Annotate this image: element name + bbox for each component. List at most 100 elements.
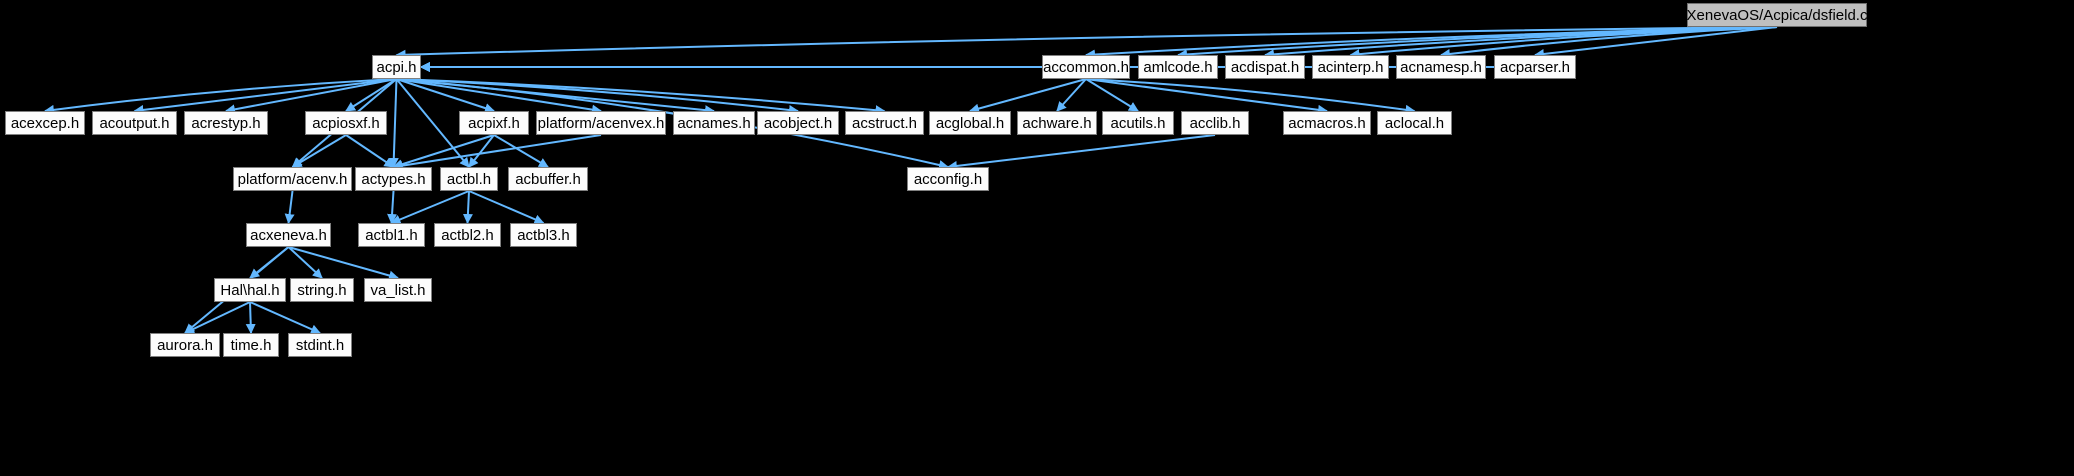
graph-node-label: acexcep.h bbox=[10, 114, 80, 132]
graph-node-acclib[interactable]: acclib.h bbox=[1181, 111, 1249, 135]
graph-edge-acpi-to-acobject bbox=[396, 78, 799, 115]
graph-node-dsfield[interactable]: XenevaOS/Acpica/dsfield.c bbox=[1687, 3, 1867, 27]
graph-node-acbuffer[interactable]: acbuffer.h bbox=[508, 167, 588, 191]
graph-node-actbl3[interactable]: actbl3.h bbox=[510, 223, 577, 247]
graph-node-acrestyp[interactable]: acrestyp.h bbox=[184, 111, 268, 135]
graph-edge-dsfield-to-acinterp bbox=[1349, 26, 1778, 60]
graph-node-label: acinterp.h bbox=[1317, 58, 1384, 76]
graph-edge-acpi-to-acnames bbox=[396, 78, 715, 116]
graph-edge-acpi-to-acexcep bbox=[44, 78, 397, 115]
graph-node-acconfig[interactable]: acconfig.h bbox=[907, 167, 989, 191]
graph-edge-halhal-to-time bbox=[245, 301, 256, 334]
graph-node-acnames[interactable]: acnames.h bbox=[673, 111, 755, 135]
graph-node-valist[interactable]: va_list.h bbox=[364, 278, 432, 302]
graph-edge-dsfield-to-acdispat bbox=[1264, 26, 1778, 60]
graph-node-aurora[interactable]: aurora.h bbox=[150, 333, 220, 357]
graph-edge-dsfield-to-amlcode bbox=[1177, 26, 1778, 60]
graph-node-label: acglobal.h bbox=[935, 114, 1005, 132]
graph-node-label: acstruct.h bbox=[851, 114, 918, 132]
graph-node-label: platform/acenvex.h bbox=[537, 114, 665, 132]
graph-node-acexcep[interactable]: acexcep.h bbox=[5, 111, 85, 135]
graph-edge-acpiosxf-to-acenv bbox=[291, 134, 347, 168]
graph-node-acobject[interactable]: acobject.h bbox=[757, 111, 839, 135]
graph-edge-acenvex-to-actypes bbox=[392, 134, 602, 171]
graph-node-label: acpiosxf.h bbox=[312, 114, 380, 132]
graph-node-acoutput[interactable]: acoutput.h bbox=[92, 111, 177, 135]
graph-edge-acpi-to-acoutput bbox=[133, 78, 397, 115]
graph-node-acnamesp[interactable]: acnamesp.h bbox=[1396, 55, 1486, 79]
graph-node-label: va_list.h bbox=[370, 281, 426, 299]
graph-node-label: acpi.h bbox=[376, 58, 417, 76]
graph-node-actypes[interactable]: actypes.h bbox=[355, 167, 432, 191]
graph-edge-accommon-to-acmacros bbox=[1085, 78, 1328, 115]
graph-node-stdint[interactable]: stdint.h bbox=[288, 333, 352, 357]
graph-node-acpiosxf[interactable]: acpiosxf.h bbox=[305, 111, 387, 135]
graph-edge-acpixf-to-actypes bbox=[392, 134, 495, 170]
graph-node-label: string.h bbox=[297, 281, 347, 299]
graph-edge-actypes-to-actbl1 bbox=[387, 190, 398, 224]
graph-node-string[interactable]: string.h bbox=[290, 278, 354, 302]
graph-node-acpi[interactable]: acpi.h bbox=[372, 55, 421, 79]
graph-node-label: aclocal.h bbox=[1384, 114, 1445, 132]
graph-node-label: Hal\hal.h bbox=[220, 281, 280, 299]
graph-edge-acpiosxf-to-actypes bbox=[345, 134, 395, 168]
graph-edge-accommon-to-achware bbox=[1056, 78, 1087, 112]
graph-node-label: achware.h bbox=[1022, 114, 1092, 132]
graph-node-halhal[interactable]: Hal\hal.h bbox=[214, 278, 286, 302]
graph-node-actbl[interactable]: actbl.h bbox=[440, 167, 498, 191]
graph-edge-dsfield-to-acnamesp bbox=[1440, 26, 1778, 59]
graph-node-actbl1[interactable]: actbl1.h bbox=[358, 223, 425, 247]
graph-node-label: acnames.h bbox=[677, 114, 751, 132]
graph-node-acdispat[interactable]: acdispat.h bbox=[1225, 55, 1305, 79]
graph-node-label: acutils.h bbox=[1110, 114, 1166, 132]
graph-node-acenvex[interactable]: platform/acenvex.h bbox=[536, 111, 666, 135]
graph-edge-actbl-to-actbl2 bbox=[462, 190, 473, 224]
graph-node-accommon[interactable]: accommon.h bbox=[1042, 55, 1130, 79]
graph-node-acinterp[interactable]: acinterp.h bbox=[1312, 55, 1389, 79]
graph-edge-dsfield-to-acpi bbox=[395, 26, 1778, 60]
graph-node-acglobal[interactable]: acglobal.h bbox=[929, 111, 1011, 135]
graph-node-label: actypes.h bbox=[361, 170, 426, 188]
graph-node-label: platform/acenv.h bbox=[237, 170, 348, 188]
graph-edge-acenv-to-acxeneva bbox=[284, 190, 295, 224]
graph-node-label: acconfig.h bbox=[913, 170, 983, 188]
graph-node-label: acobject.h bbox=[763, 114, 833, 132]
graph-edge-acpixf-to-actbl bbox=[468, 134, 495, 168]
graph-node-label: stdint.h bbox=[295, 336, 345, 354]
graph-node-amlcode[interactable]: amlcode.h bbox=[1138, 55, 1218, 79]
graph-node-label: acoutput.h bbox=[99, 114, 170, 132]
graph-edge-acpi-to-acstruct bbox=[396, 78, 886, 116]
graph-edge-actbl-to-actbl3 bbox=[468, 190, 545, 225]
graph-edge-acpi-to-acpiosxf bbox=[345, 78, 398, 112]
graph-node-label: aurora.h bbox=[157, 336, 213, 354]
graph-edge-halhal-to-stdint bbox=[249, 301, 321, 334]
graph-edge-accommon-to-acglobal bbox=[969, 78, 1087, 114]
graph-node-acxeneva[interactable]: acxeneva.h bbox=[246, 223, 331, 247]
graph-edge-acxeneva-to-string bbox=[287, 246, 323, 279]
graph-edge-actbl-to-actbl1 bbox=[390, 190, 470, 225]
graph-node-label: acxeneva.h bbox=[250, 226, 327, 244]
graph-node-acparser[interactable]: acparser.h bbox=[1494, 55, 1576, 79]
graph-node-label: amlcode.h bbox=[1143, 58, 1213, 76]
graph-node-label: acnamesp.h bbox=[1400, 58, 1482, 76]
graph-node-actbl2[interactable]: actbl2.h bbox=[434, 223, 501, 247]
graph-edge-acpi-to-actypes bbox=[388, 78, 399, 168]
graph-edge-acpi-to-acenvex bbox=[396, 78, 602, 115]
graph-edge-accommon-to-acutils bbox=[1085, 78, 1139, 112]
graph-node-acutils[interactable]: acutils.h bbox=[1102, 111, 1174, 135]
graph-edge-dsfield-to-accommon bbox=[1085, 26, 1778, 60]
graph-node-acenv[interactable]: platform/acenv.h bbox=[233, 167, 352, 191]
graph-edge-acxeneva-to-halhal bbox=[249, 246, 290, 279]
graph-node-aclocal[interactable]: aclocal.h bbox=[1377, 111, 1452, 135]
graph-node-acstruct[interactable]: acstruct.h bbox=[845, 111, 924, 135]
graph-node-acpixf[interactable]: acpixf.h bbox=[459, 111, 529, 135]
graph-node-acmacros[interactable]: acmacros.h bbox=[1283, 111, 1371, 135]
graph-node-achware[interactable]: achware.h bbox=[1017, 111, 1097, 135]
graph-node-label: acdispat.h bbox=[1230, 58, 1300, 76]
graph-edge-halhal-to-aurora bbox=[184, 301, 251, 334]
graph-node-label: accommon.h bbox=[1043, 58, 1129, 76]
graph-node-label: actbl3.h bbox=[517, 226, 570, 244]
graph-node-label: acclib.h bbox=[1189, 114, 1241, 132]
graph-node-time[interactable]: time.h bbox=[223, 333, 279, 357]
